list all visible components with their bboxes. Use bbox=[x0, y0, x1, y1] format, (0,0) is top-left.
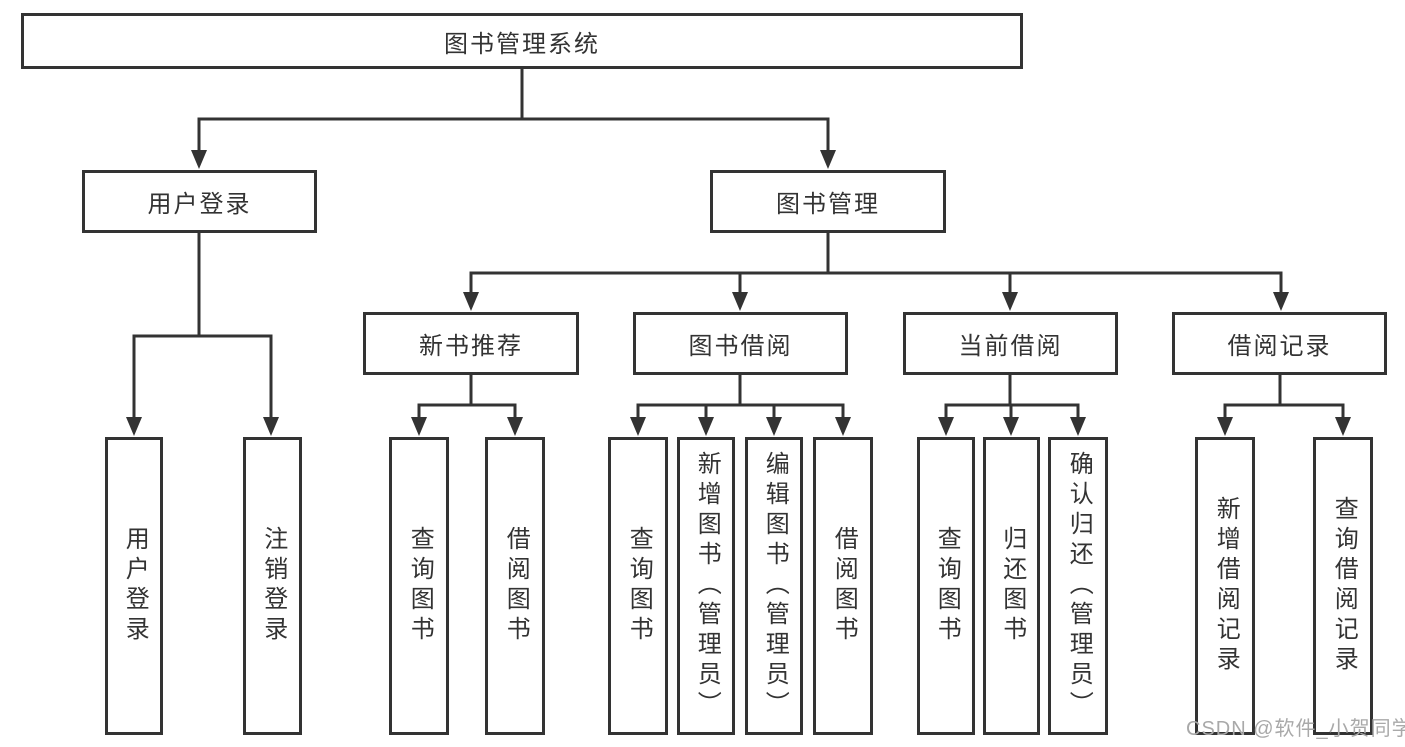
node-current-borrowing: 当前借阅 bbox=[903, 312, 1118, 375]
leaf-confirm-return-admin: 确认归还（管理员） bbox=[1048, 437, 1108, 735]
leaf-borrow-books-1: 借阅图书 bbox=[485, 437, 545, 735]
node-new-book-recommend: 新书推荐 bbox=[363, 312, 579, 375]
node-label: 查询图书 bbox=[933, 526, 961, 646]
node-label: 图书借阅 bbox=[688, 333, 793, 360]
node-book-borrowing: 图书借阅 bbox=[633, 312, 848, 375]
node-label: 归还图书 bbox=[998, 526, 1026, 646]
node-user-login: 用户登录 bbox=[82, 170, 317, 233]
leaf-query-books-2: 查询图书 bbox=[608, 437, 668, 735]
csdn-watermark: CSDN @软件_小贺同学 bbox=[1186, 718, 1405, 740]
node-label: 新增图书（管理员） bbox=[693, 451, 721, 721]
node-label: 新书推荐 bbox=[419, 333, 523, 360]
node-borrowing-records: 借阅记录 bbox=[1172, 312, 1387, 375]
node-label: 编辑图书（管理员） bbox=[761, 451, 789, 721]
node-label: 查询借阅记录 bbox=[1330, 496, 1358, 676]
leaf-query-books-3: 查询图书 bbox=[917, 437, 975, 735]
node-label: 用户登录 bbox=[147, 191, 252, 218]
connector-borrowrecords-to-leaves bbox=[1217, 375, 1351, 436]
connector-bookmgmt-to-level3 bbox=[463, 233, 1289, 311]
node-label: 图书管理系统 bbox=[444, 30, 600, 58]
node-label: 当前借阅 bbox=[958, 333, 1063, 360]
node-label: 借阅图书 bbox=[502, 526, 530, 646]
leaf-user-login: 用户登录 bbox=[105, 437, 163, 735]
leaf-add-books-admin: 新增图书（管理员） bbox=[677, 437, 735, 735]
node-label: 确认归还（管理员） bbox=[1065, 451, 1093, 721]
leaf-return-books: 归还图书 bbox=[983, 437, 1040, 735]
node-label: 查询图书 bbox=[625, 526, 653, 646]
node-label: 用户登录 bbox=[121, 526, 149, 646]
leaf-add-borrow-record: 新增借阅记录 bbox=[1195, 437, 1255, 735]
leaf-logout: 注销登录 bbox=[243, 437, 302, 735]
connector-newbooks-to-leaves bbox=[411, 375, 523, 436]
leaf-query-books-1: 查询图书 bbox=[389, 437, 449, 735]
leaf-edit-books-admin: 编辑图书（管理员） bbox=[745, 437, 803, 735]
leaf-borrow-books-2: 借阅图书 bbox=[813, 437, 873, 735]
node-label: 查询图书 bbox=[406, 526, 434, 646]
node-label: 借阅记录 bbox=[1227, 333, 1332, 360]
node-label: 借阅图书 bbox=[830, 526, 858, 646]
node-system-root: 图书管理系统 bbox=[21, 13, 1023, 69]
connector-bookborrow-to-leaves bbox=[630, 375, 851, 436]
connector-currentborrow-to-leaves bbox=[938, 375, 1086, 436]
connector-userlogin-to-leaves bbox=[126, 233, 279, 436]
connector-root-to-level2 bbox=[191, 69, 836, 169]
node-label: 新增借阅记录 bbox=[1212, 496, 1240, 676]
node-book-management: 图书管理 bbox=[710, 170, 946, 233]
node-label: 注销登录 bbox=[259, 526, 287, 646]
leaf-query-borrow-record: 查询借阅记录 bbox=[1313, 437, 1373, 735]
node-label: 图书管理 bbox=[776, 191, 880, 218]
